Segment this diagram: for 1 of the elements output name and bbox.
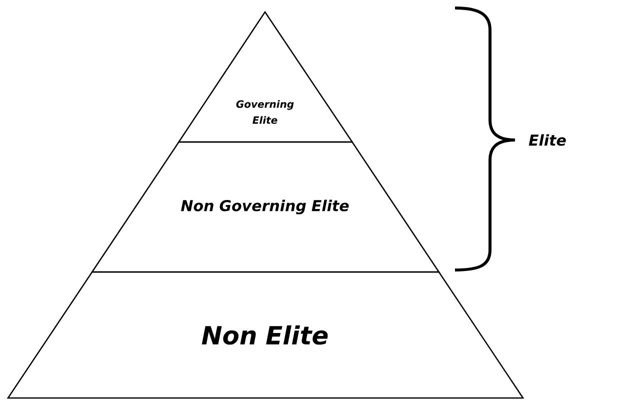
bracket-label: Elite: [528, 134, 566, 146]
